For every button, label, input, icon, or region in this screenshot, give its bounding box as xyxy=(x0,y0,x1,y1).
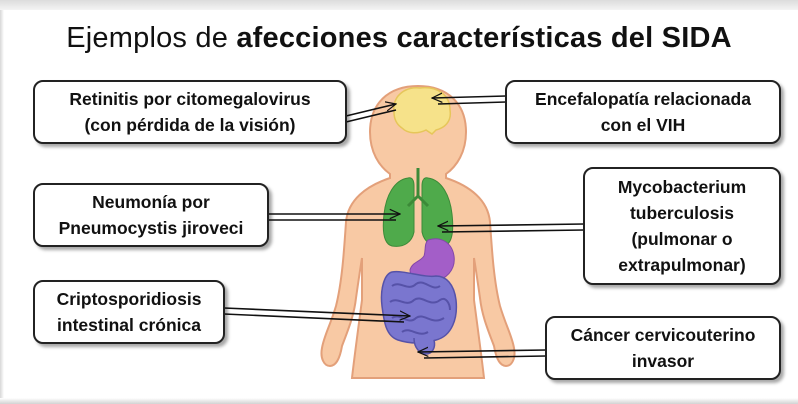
arrow-cancer-2 xyxy=(423,355,547,359)
diagram-title: Ejemplos de afecciones características d… xyxy=(0,22,798,55)
frame-left-edge xyxy=(0,10,4,404)
arrow-criptosporidiosis xyxy=(223,307,410,316)
condition-line: Cáncer cervicouterino xyxy=(570,325,756,345)
condition-line: tuberculosis xyxy=(629,203,735,223)
frame-top-edge xyxy=(0,0,798,10)
arrow-cancer xyxy=(418,350,547,352)
human-body-silhouette xyxy=(320,84,516,379)
condition-line: Encefalopatía relacionada xyxy=(535,89,751,109)
title-normal: Ejemplos de xyxy=(66,22,229,54)
condition-line: invasor xyxy=(631,351,695,371)
condition-line: (pulmonar o xyxy=(631,229,733,249)
condition-line: intestinal crónica xyxy=(57,315,201,335)
trachea-icon xyxy=(406,168,430,208)
title-bold: afecciones características del SIDA xyxy=(236,22,732,54)
arrow-mycobacterium-2 xyxy=(441,229,585,233)
condition-line: (con pérdida de la visión) xyxy=(84,115,296,135)
condition-box-encefalopatia: Encefalopatía relacionada con el VIH xyxy=(505,80,781,144)
arrow-encefalopatia xyxy=(432,96,507,98)
condition-line: Retinitis por citomegalovirus xyxy=(69,89,311,109)
condition-line: Mycobacterium xyxy=(617,177,747,197)
frame-bottom-edge xyxy=(0,398,798,404)
arrow-mycobacterium xyxy=(438,224,585,226)
condition-box-retinitis: Retinitis por citomegalovirus (con pérdi… xyxy=(33,80,347,144)
arrow-retinitis-2 xyxy=(345,109,397,123)
condition-box-neumonia: Neumonía por Pneumocystis jiroveci xyxy=(33,183,269,247)
brain-icon xyxy=(393,86,452,135)
condition-box-mycobacterium: Mycobacterium tuberculosis (pulmonar o e… xyxy=(583,167,781,285)
condition-box-criptosporidiosis: Criptosporidiosis intestinal crónica xyxy=(33,280,225,344)
condition-line: Neumonía por xyxy=(92,192,210,212)
arrow-criptosporidiosis-2 xyxy=(223,313,405,323)
condition-line: extrapulmonar) xyxy=(618,255,746,275)
condition-line: Pneumocystis jiroveci xyxy=(58,218,244,238)
condition-box-cancer: Cáncer cervicouterino invasor xyxy=(545,316,781,380)
arrow-retinitis xyxy=(345,104,396,117)
condition-line: con el VIH xyxy=(600,115,686,135)
arrow-encefalopatia-2 xyxy=(437,101,507,105)
condition-line: Criptosporidiosis xyxy=(56,289,202,309)
